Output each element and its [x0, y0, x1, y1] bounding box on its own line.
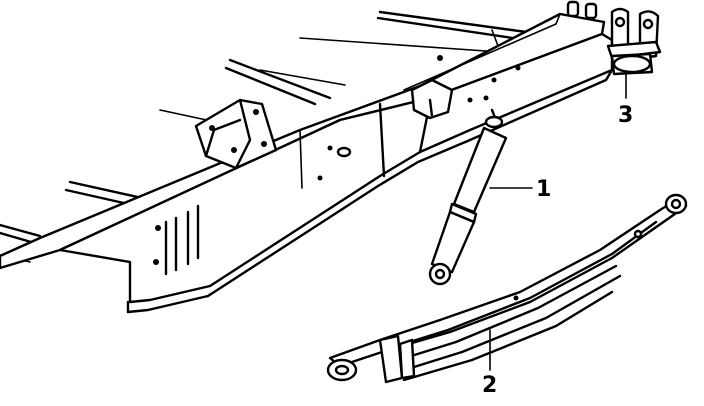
callout-leaders	[489, 73, 627, 371]
leaf-spring	[326, 193, 688, 384]
shock-upper-mount	[336, 78, 454, 158]
callout-label-leaf-spring: 2	[482, 373, 497, 398]
spring-shackle	[606, 7, 662, 76]
callout-label-shock-absorber: 1	[536, 177, 551, 202]
frame-rail	[0, 0, 614, 314]
shock-absorber	[428, 108, 508, 286]
frame-bracket	[194, 98, 278, 170]
callout-label-spring-shackle: 3	[618, 103, 633, 128]
